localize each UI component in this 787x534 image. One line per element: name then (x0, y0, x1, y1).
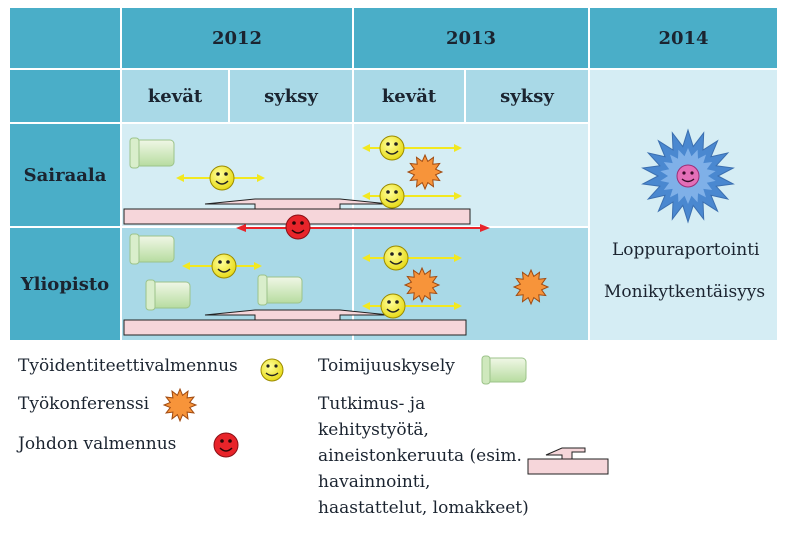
star-burst-icon (641, 128, 735, 224)
legend-burst-shape (162, 387, 198, 423)
legend-leadership-label: Johdon valmennus (18, 434, 177, 454)
survey-scroll-icon (129, 233, 175, 265)
coaching-arrow (362, 192, 462, 200)
smiley-icon (379, 183, 405, 209)
legend-smiley-icon (260, 358, 284, 382)
row-label-yliopisto: Yliopisto (10, 228, 120, 340)
conference-burst-icon (403, 266, 441, 304)
smiley-icon (380, 293, 406, 319)
season-2012-autumn: syksy (230, 70, 352, 122)
smiley-icon (379, 135, 405, 161)
coaching-arrow (362, 302, 462, 310)
final-text-reporting: Loppuraportointi (612, 240, 760, 260)
year-2012-header: 2012 (122, 8, 352, 68)
coaching-smileys (209, 135, 409, 319)
year-2013-header: 2013 (354, 8, 588, 68)
legend-research-icon (527, 447, 609, 475)
legend-research-line-1: Tutkimus- ja (318, 394, 426, 414)
survey-scroll-icon (129, 137, 175, 169)
header-corner (10, 8, 120, 68)
legend-burst-icon (162, 387, 198, 423)
conference-burst-icon (406, 153, 444, 191)
conference-icons (403, 153, 550, 306)
survey-scroll-icon (257, 274, 303, 306)
season-2013-spring: kevät (354, 70, 464, 122)
survey-scroll-icon (145, 279, 191, 311)
survey-icons (129, 137, 303, 311)
leadership-smiley-icon (285, 214, 311, 240)
legend-survey-label: Toimijuuskysely (318, 356, 455, 376)
legend-research-line-2: kehitystyötä, (318, 420, 429, 440)
coaching-arrow (362, 144, 462, 152)
season-2012-spring: kevät (122, 70, 228, 122)
final-text-connectedness: Monikytkentäisyys (604, 282, 766, 302)
leadership-arrow (236, 224, 490, 232)
legend-research-line-4: havainnointi, (318, 472, 431, 492)
legend-survey-icon (481, 355, 527, 385)
year-2014-header: 2014 (590, 8, 777, 68)
smiley-icon (209, 165, 235, 191)
season-2013-autumn: syksy (466, 70, 588, 122)
legend-research-line-3: aineistonkeruuta (esim. (318, 446, 522, 466)
row-label-sairaala: Sairaala (10, 124, 120, 226)
legend-conference-label: Työkonferenssi (18, 394, 150, 414)
research-bar-icon (123, 309, 467, 336)
conference-burst-icon (512, 268, 550, 306)
coaching-arrow (362, 254, 462, 262)
smiley-icon (211, 253, 237, 279)
smiley-icon (383, 245, 409, 271)
season-corner (10, 70, 120, 122)
legend-research-line-5: haastattelut, lomakkeet) (318, 498, 529, 518)
legend-red-smiley-icon (213, 432, 239, 458)
legend-smiley-label: Työidentiteettivalmennus (18, 356, 238, 376)
